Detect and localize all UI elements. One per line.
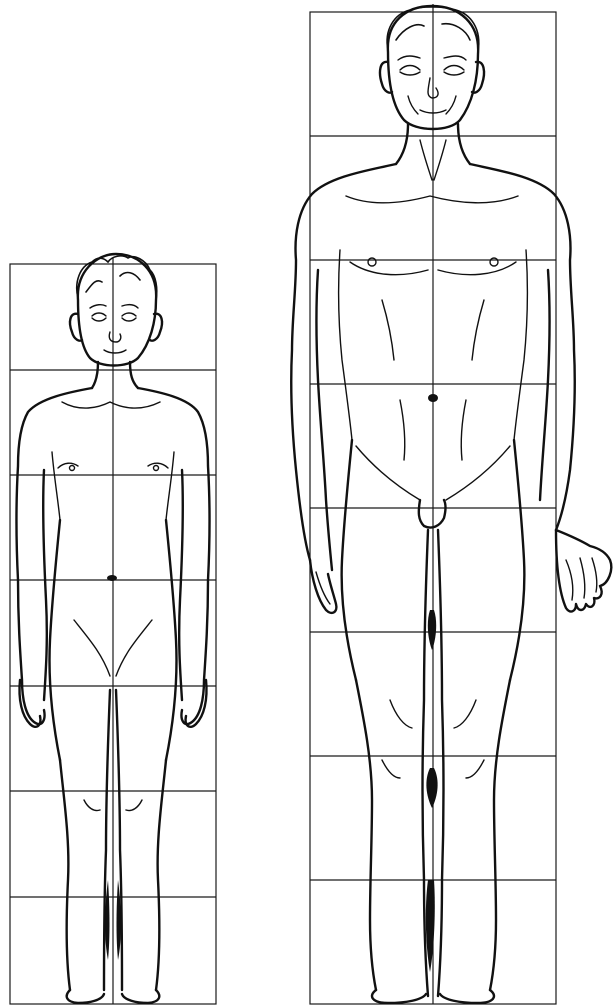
child-neck-left	[92, 362, 98, 388]
adult-neck-left	[396, 124, 408, 164]
child-neck-right	[130, 362, 138, 388]
adult-hands	[310, 530, 611, 613]
child-figure	[10, 254, 216, 1004]
adult-neck-right	[458, 124, 470, 164]
adult-head	[380, 6, 484, 129]
child-head	[70, 254, 162, 366]
adult-figure	[291, 4, 611, 1004]
